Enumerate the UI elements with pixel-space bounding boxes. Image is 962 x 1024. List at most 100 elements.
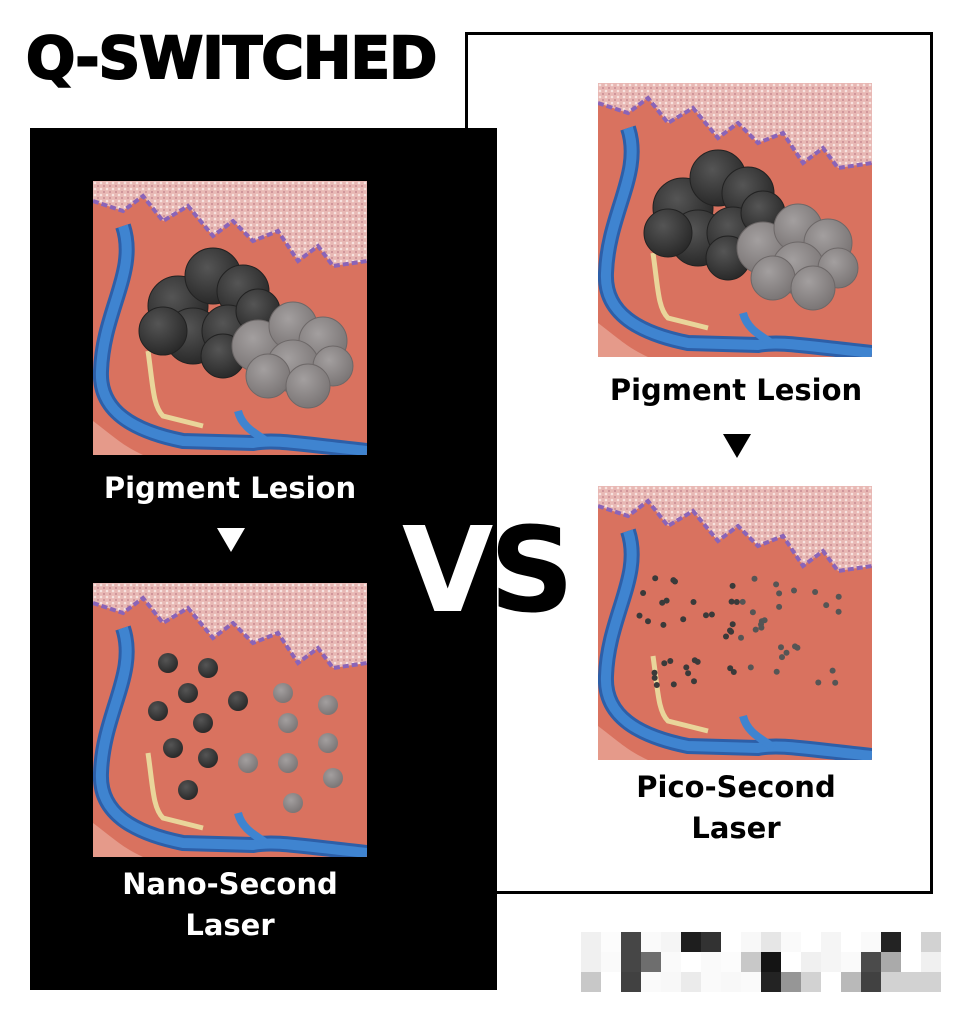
logo-pixel (881, 952, 901, 972)
logo-pixel (901, 952, 921, 972)
light-pigment-fragment (778, 644, 784, 651)
logo-pixel (901, 932, 921, 952)
dark-pigment-particle (138, 306, 188, 356)
light-pigment-fragment (832, 679, 839, 686)
logo-pixel (861, 952, 881, 972)
logo-pixel (721, 972, 741, 992)
logo-pixel (921, 972, 941, 992)
dark-pigment-fragment (683, 664, 690, 671)
dark-pigment-fragment (670, 577, 677, 584)
dark-pigment-fragment (660, 621, 667, 628)
logo-pixel (781, 932, 801, 952)
light-pigment-fragment (812, 589, 819, 595)
dark-pigment-fragment (645, 618, 651, 625)
light-pigment-particle (278, 713, 298, 733)
logo-pixel (801, 972, 821, 992)
light-pigment-fragment (747, 664, 754, 671)
logo-pixel (761, 952, 781, 972)
dark-pigment-particle (163, 738, 183, 758)
dark-pigment-fragment (667, 658, 674, 664)
logo-pixel (621, 932, 641, 952)
light-pigment-fragment (792, 643, 798, 650)
logo-pixel (641, 932, 661, 952)
page-title: Q-SWITCHED (25, 24, 438, 92)
dark-pigment-fragment (680, 616, 687, 623)
logo-pixel (581, 952, 601, 972)
logo-pixel (881, 972, 901, 992)
dark-pigment-fragment (733, 599, 740, 605)
logo-pixel (741, 952, 761, 972)
dark-pigment-particle (178, 683, 198, 703)
logo-pixel (721, 952, 741, 972)
light-pigment-fragment (835, 593, 842, 600)
light-pigment-fragment (776, 603, 783, 610)
light-pigment-fragment (783, 649, 790, 656)
picosecond-result-illustration (598, 486, 872, 760)
dark-pigment-fragment (636, 612, 643, 619)
dark-pigment-fragment (670, 681, 677, 688)
dark-pigment-particle (643, 208, 693, 258)
light-pigment-particle (318, 733, 338, 753)
light-pigment-particle (278, 753, 298, 773)
logo-pixel (821, 972, 841, 992)
dark-pigment-particle (148, 701, 168, 721)
dark-pigment-particle (158, 653, 178, 673)
dark-pigment-fragment (708, 611, 715, 618)
light-pigment-particle (750, 255, 796, 301)
light-pigment-fragment (761, 617, 768, 624)
right-after-label-line2: Laser (691, 811, 781, 845)
light-pigment-particle (245, 353, 291, 399)
vs-letter-v: V (402, 501, 493, 639)
dark-pigment-fragment (651, 674, 658, 681)
logo-pixel (881, 932, 901, 952)
dark-pigment-fragment (727, 627, 733, 634)
pigment-lesion-illustration-left (93, 181, 367, 455)
logo-pixel (661, 972, 681, 992)
dark-pigment-particle (193, 713, 213, 733)
logo-pixel (841, 952, 861, 972)
light-pigment-particle (318, 695, 338, 715)
logo-pixel (741, 932, 761, 952)
light-pigment-fragment (751, 575, 758, 582)
logo-pixel (621, 952, 641, 972)
light-pigment-particle (238, 753, 258, 773)
logo-pixel (601, 972, 621, 992)
pigment-lesion-illustration-right (598, 83, 872, 357)
left-after-label-line1: Nano-Second (122, 867, 338, 901)
light-pigment-particle (285, 363, 331, 409)
light-pigment-fragment (779, 654, 785, 661)
logo-pixel (581, 932, 601, 952)
logo-pixel (661, 952, 681, 972)
logo-pixel (601, 932, 621, 952)
logo-pixel (861, 972, 881, 992)
light-pigment-fragment (776, 590, 783, 597)
left-after-label-line2: Laser (185, 908, 275, 942)
logo-pixel (701, 972, 721, 992)
dark-pigment-fragment (729, 582, 736, 589)
logo-pixel (601, 952, 621, 972)
logo-pixel (721, 932, 741, 952)
dark-pigment-fragment (730, 669, 737, 675)
versus-text: VS (402, 501, 574, 639)
light-pigment-fragment (823, 602, 830, 609)
logo-pixel (681, 932, 701, 952)
logo-pixel (821, 932, 841, 952)
logo-pixel (581, 972, 601, 992)
logo-pixel (681, 972, 701, 992)
dark-pigment-fragment (685, 670, 692, 677)
nanosecond-result-illustration (93, 583, 367, 857)
logo-pixel (641, 972, 661, 992)
logo-pixel (801, 952, 821, 972)
light-pigment-particle (790, 265, 836, 311)
logo-pixel (781, 952, 801, 972)
light-pigment-fragment (739, 598, 746, 605)
dark-pigment-fragment (728, 598, 735, 605)
light-pigment-fragment (829, 667, 836, 674)
dark-pigment-fragment (663, 597, 670, 604)
down-triangle-icon (217, 528, 245, 552)
logo-pixel (701, 952, 721, 972)
logo-pixel (661, 932, 681, 952)
logo-pixel (681, 952, 701, 972)
light-pigment-fragment (835, 608, 842, 615)
light-pigment-fragment (773, 581, 780, 588)
